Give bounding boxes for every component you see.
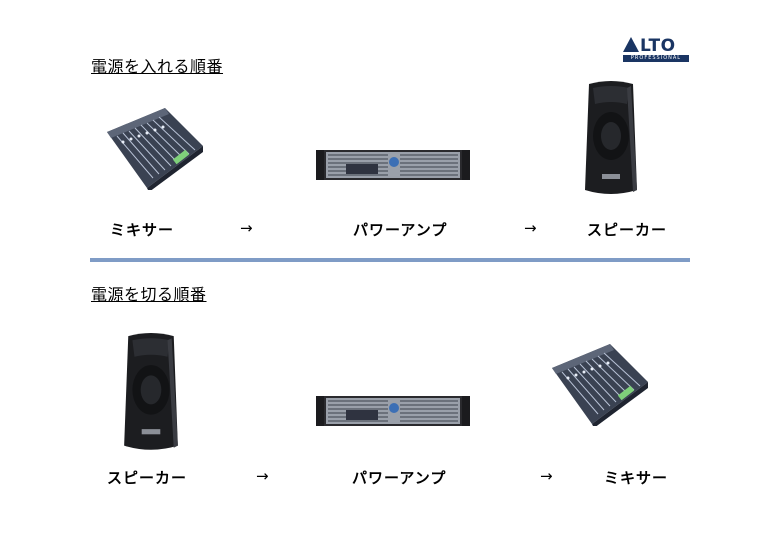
arrow-off-2: →: [540, 467, 553, 485]
arrow-off-1: →: [256, 467, 269, 485]
arrow-on-1: →: [240, 219, 253, 237]
label-mixer-off: ミキサー: [604, 469, 669, 487]
mixer-image-off: [548, 342, 652, 426]
label-speaker-on: スピーカー: [587, 221, 668, 239]
arrow-on-2: →: [524, 219, 537, 237]
logo-word: LTO: [640, 36, 676, 56]
logo-subtitle: PROFESSIONAL: [623, 55, 689, 62]
label-amplifier-on: パワーアンプ: [353, 221, 448, 239]
amplifier-image-on: [316, 148, 470, 182]
power-off-heading: 電源を切る順番: [91, 285, 207, 304]
mixer-image-on: [103, 106, 207, 190]
alto-logo: LTO PROFESSIONAL: [623, 36, 689, 63]
speaker-image-off: [120, 332, 182, 456]
label-amplifier-off: パワーアンプ: [352, 469, 447, 487]
section-divider: [90, 258, 690, 262]
amplifier-image-off: [316, 394, 470, 428]
power-on-heading: 電源を入れる順番: [91, 57, 224, 76]
speaker-image-on: [583, 80, 639, 200]
label-speaker-off: スピーカー: [107, 469, 188, 487]
logo-triangle-icon: [623, 37, 639, 52]
label-mixer-on: ミキサー: [110, 221, 175, 239]
